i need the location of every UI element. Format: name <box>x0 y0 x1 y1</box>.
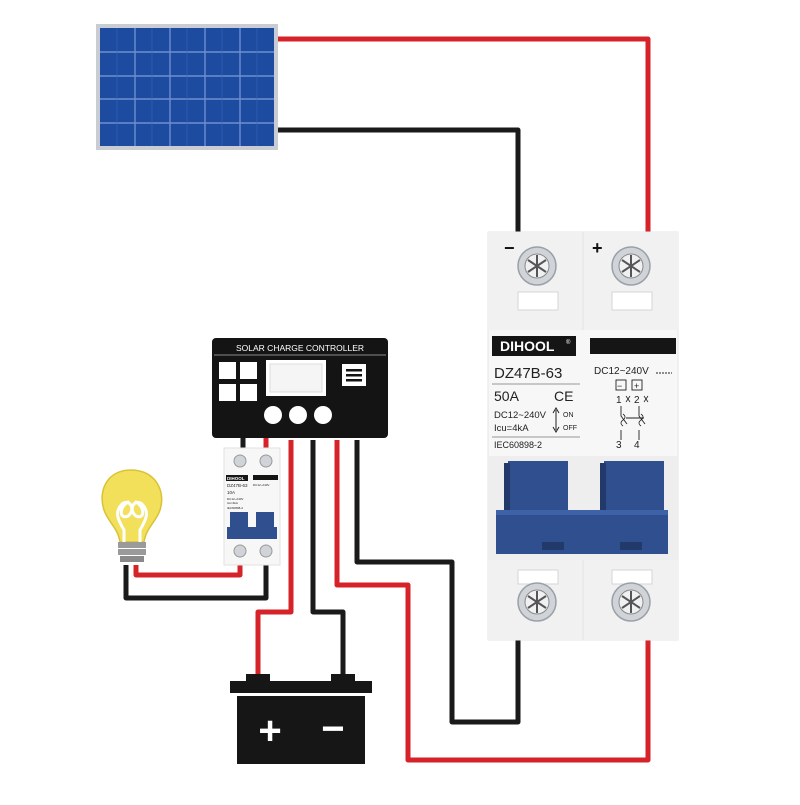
breaker-dc-range: DC12~240V <box>494 410 547 421</box>
breaker-dc-range-top: DC12~240V <box>594 366 649 377</box>
controller-round-button-2[interactable] <box>289 406 307 424</box>
breaker-rating: 50A <box>494 388 520 404</box>
breaker-brand: DIHOOL <box>500 338 555 354</box>
breaker-terminal-bottom-right[interactable] <box>611 569 653 622</box>
small-breaker-brand: DIHOOL <box>227 476 245 481</box>
solar-panel-subgrid <box>116 28 258 146</box>
small-breaker-terminal-1[interactable] <box>233 454 247 468</box>
breaker-handle-bar[interactable] <box>496 510 668 554</box>
breaker-terminal-bottom-left[interactable] <box>517 569 559 622</box>
controller-round-button-3[interactable] <box>314 406 332 424</box>
breaker-terminal-top-left[interactable] <box>517 246 559 311</box>
breaker-model: DZ47B-63 <box>494 365 562 382</box>
small-breaker-body <box>223 447 281 566</box>
schematic-pole-4: 4 <box>634 440 640 451</box>
breaker-on-label: ON <box>563 412 574 419</box>
small-breaker-black-strip <box>253 475 278 480</box>
controller-key-3[interactable] <box>219 384 236 401</box>
breaker: − + DIHOOL ® DZ47B-63 DC12~240V 50A CE D… <box>487 231 679 641</box>
wire-panel-positive <box>278 36 651 232</box>
battery-lid <box>230 681 372 693</box>
small-breaker-dc-range: DC12~240V <box>227 497 243 501</box>
wire-panel-negative <box>278 127 521 232</box>
breaker-off-label: OFF <box>563 425 577 432</box>
wire-small-breaker-to-bulb-negative <box>123 565 269 601</box>
schematic-minus: − <box>617 381 622 391</box>
breaker-icu: Icu=4kA <box>494 423 529 434</box>
battery-terminal-negative[interactable] <box>331 674 355 682</box>
controller-title: SOLAR CHARGE CONTROLLER <box>236 343 364 353</box>
wire-controller-to-battery-positive <box>255 440 294 680</box>
battery-terminal-positive[interactable] <box>246 674 270 682</box>
small-breaker-toggle-handle[interactable] <box>227 512 277 539</box>
schematic-plus: + <box>634 381 639 391</box>
controller-key-4[interactable] <box>240 384 257 401</box>
light-bulb-icon <box>101 469 163 562</box>
breaker-brand-mark: ® <box>566 339 571 346</box>
schematic-pole-3: 3 <box>616 440 622 451</box>
breaker-terminal-positive-sign: + <box>592 238 603 258</box>
battery-minus-sign: − <box>321 707 344 751</box>
battery-plus-sign: + <box>258 709 281 753</box>
breaker-toggle-handle[interactable] <box>496 461 668 554</box>
wire-controller-to-battery-negative <box>310 440 346 680</box>
breaker-terminal-top-right[interactable] <box>611 246 653 311</box>
battery-icon: + − <box>230 674 372 764</box>
breaker-schematic: − + 1 2 3 4 <box>615 379 649 451</box>
controller-display-inner <box>269 363 323 393</box>
breaker-handle-right[interactable] <box>604 461 664 519</box>
small-breaker-model: DZ47B-63 <box>227 483 248 488</box>
breaker-terminal-negative-sign: − <box>504 238 515 258</box>
solar-panel <box>96 24 278 150</box>
wire-small-breaker-to-bulb-positive <box>133 565 243 578</box>
wire-breaker-to-controller-negative <box>354 440 521 725</box>
menu-icon[interactable] <box>342 364 366 386</box>
on-off-arrow-icon <box>552 407 560 433</box>
schematic-pole-2: 2 <box>634 395 640 406</box>
breaker-brand-plate <box>492 336 576 356</box>
small-breaker-standard: IEC60898-2 <box>227 506 243 510</box>
small-breaker-terminal-3[interactable] <box>233 544 247 558</box>
controller-key-2[interactable] <box>240 362 257 379</box>
controller-key-1[interactable] <box>219 362 236 379</box>
small-breaker-terminal-4[interactable] <box>259 544 273 558</box>
breaker-black-strip <box>590 338 676 354</box>
small-breaker-dc-range-top: DC12~240V <box>253 483 269 487</box>
controller-round-button-1[interactable] <box>264 406 282 424</box>
small-breaker-brand-plate <box>226 475 248 481</box>
small-breaker: DIHOOL DZ47B-63 DC12~240V 10A DC12~240V … <box>223 447 281 566</box>
schematic-pole-1: 1 <box>616 395 622 406</box>
small-breaker-terminal-2[interactable] <box>259 454 273 468</box>
breaker-handle-left[interactable] <box>508 461 568 519</box>
small-breaker-icu: Icu=4kA <box>227 501 238 505</box>
wire-breaker-to-controller-positive <box>334 440 651 763</box>
breaker-ce-mark: CE <box>554 388 573 404</box>
solar-charge-controller: SOLAR CHARGE CONTROLLER <box>212 338 388 438</box>
small-breaker-rating: 10A <box>227 490 235 495</box>
battery-body <box>237 696 365 764</box>
breaker-standard: IEC60898-2 <box>494 440 542 450</box>
wires <box>123 36 651 763</box>
